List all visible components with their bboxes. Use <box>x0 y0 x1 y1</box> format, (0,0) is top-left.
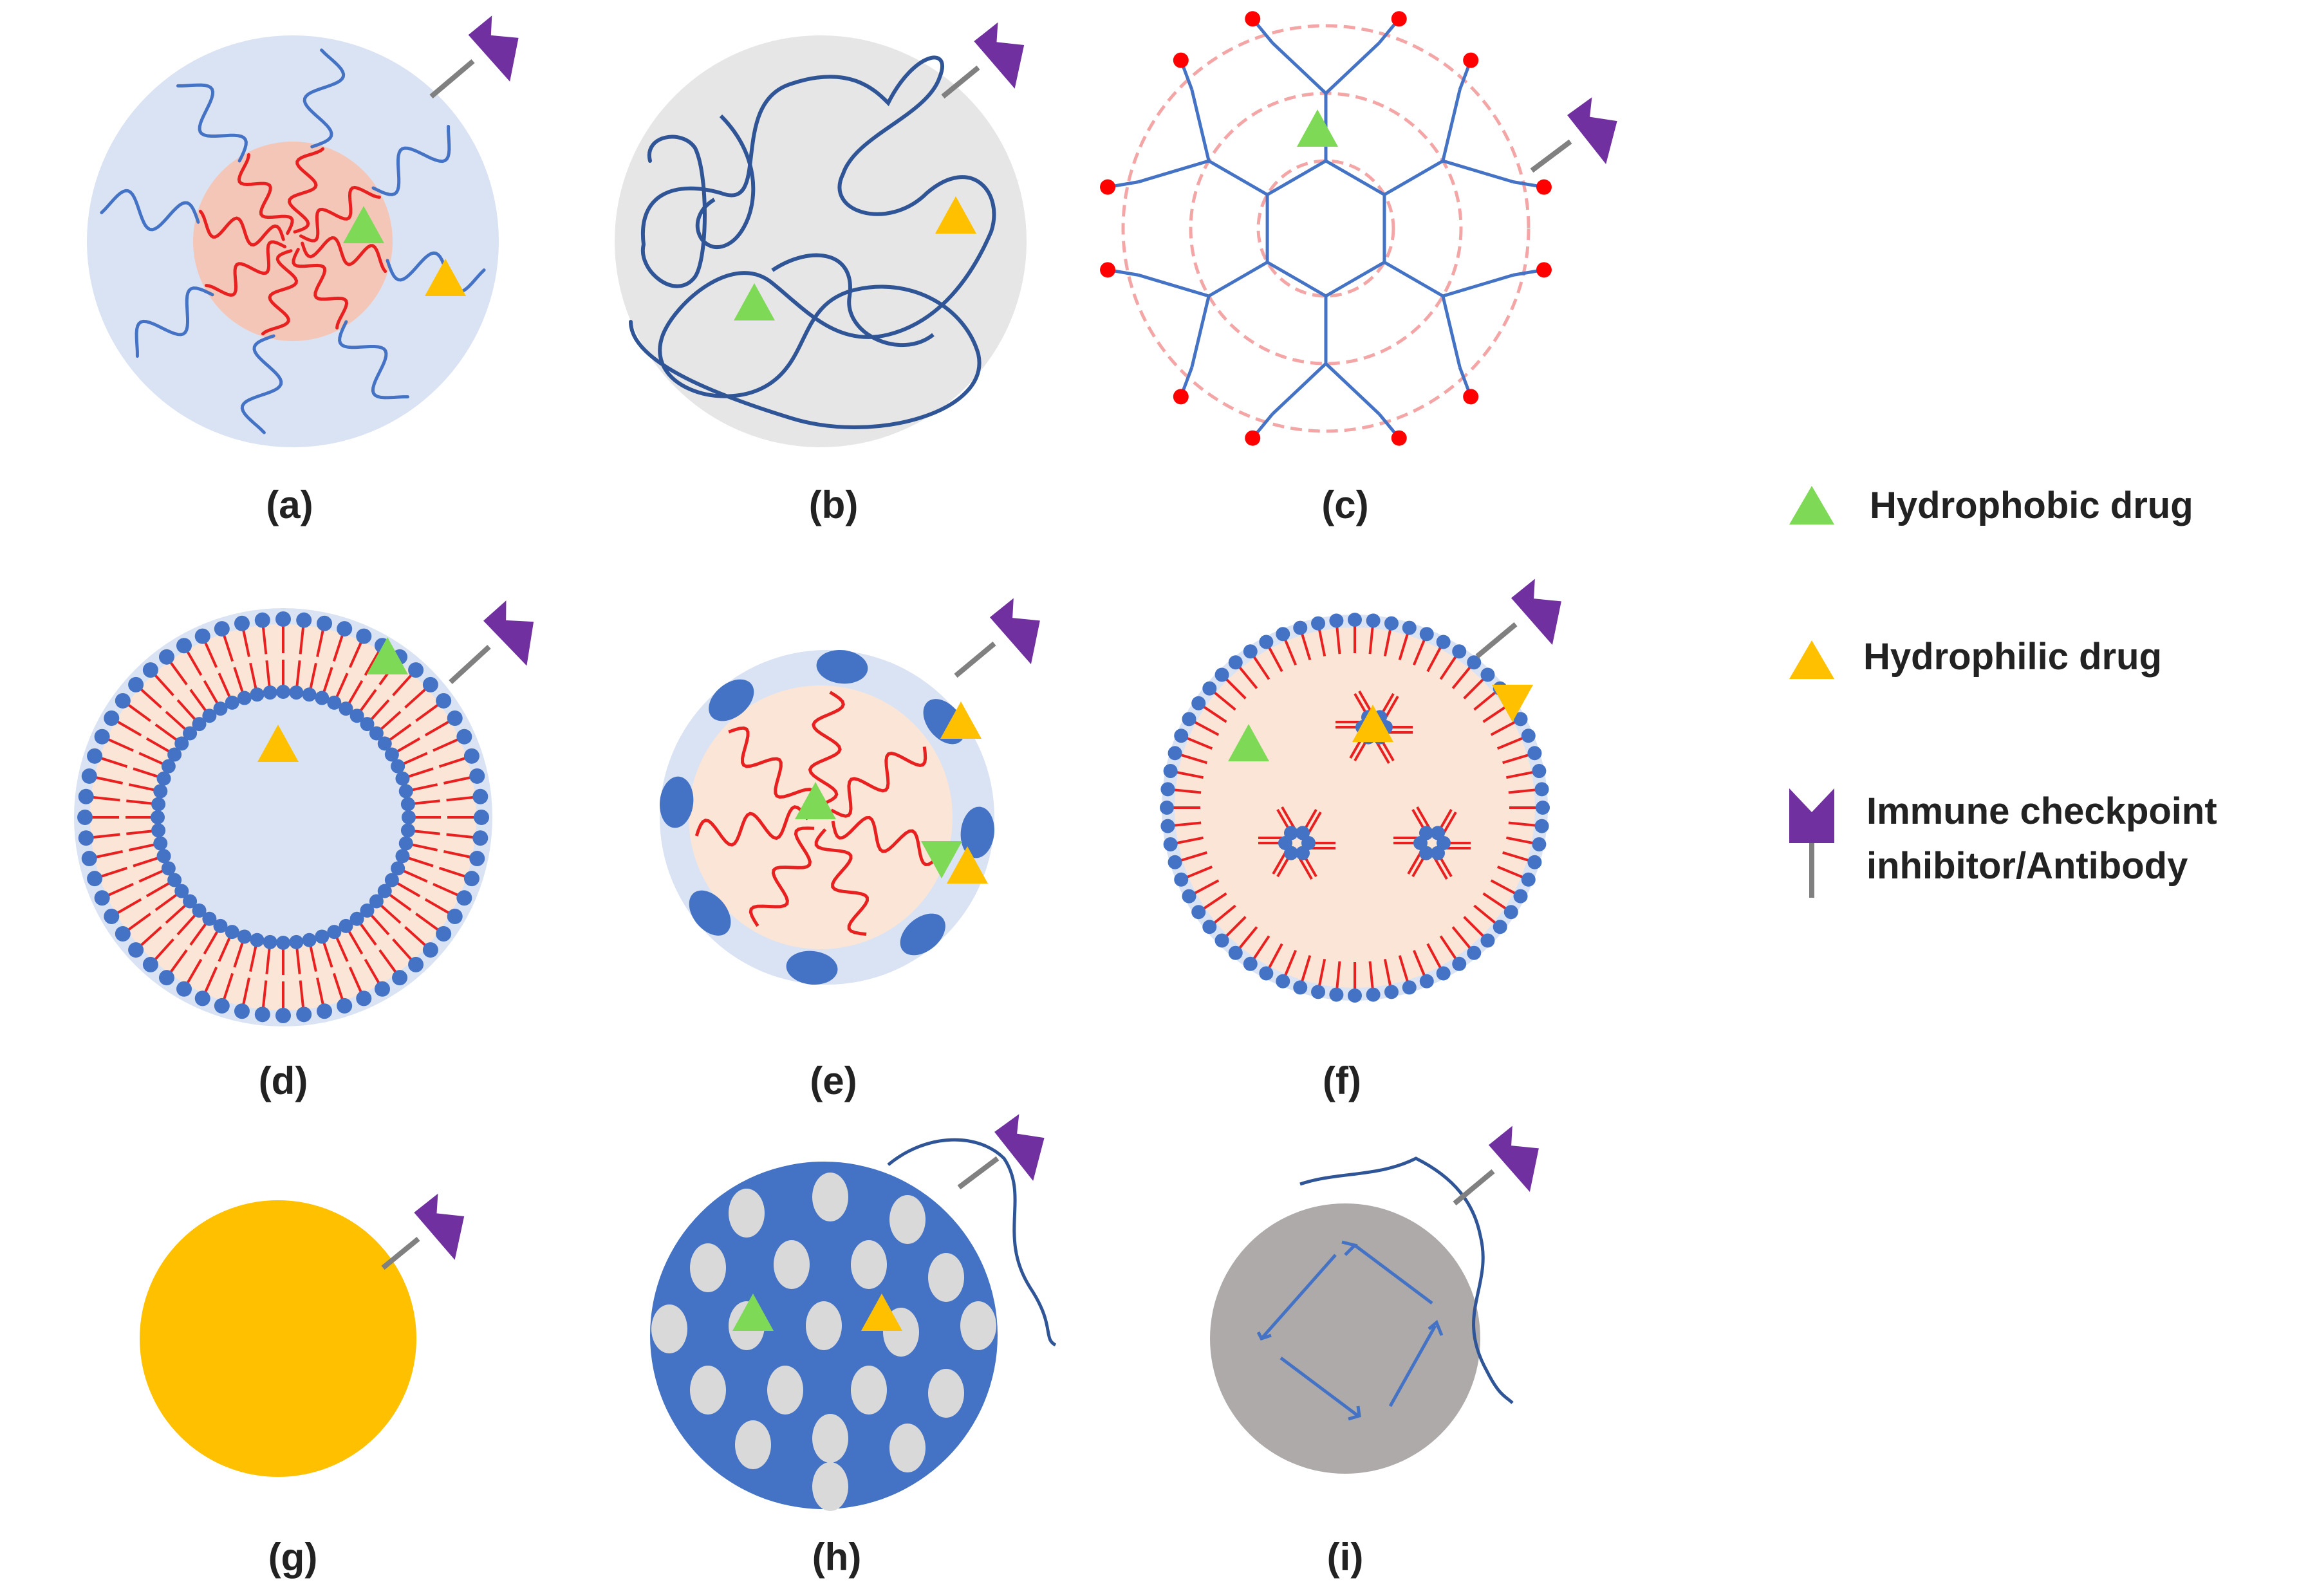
legend-hydrophobic-icon <box>1789 486 1834 524</box>
legend-hydrophilic-icon <box>1789 640 1834 679</box>
legend: Hydrophobic drug Hydrophilic drug Immune… <box>1789 485 2217 898</box>
panel-i-inorganic-nanoparticle <box>1210 1156 1514 1474</box>
panel-label-f: (f) <box>1323 1059 1361 1102</box>
panel-a-polymeric-micelle <box>87 35 499 447</box>
panel-label-i: (i) <box>1327 1536 1364 1579</box>
panel-label-e: (e) <box>810 1059 857 1102</box>
panel-label-b: (b) <box>809 483 859 526</box>
panel-c-dendrimer <box>1100 11 1552 446</box>
legend-hydrophilic-label: Hydrophilic drug <box>1863 636 2162 678</box>
panel-f-lipid-nanoparticle <box>1160 613 1550 1003</box>
panel-h-mesoporous-silica <box>650 1138 1057 1511</box>
panel-label-h: (h) <box>812 1536 862 1579</box>
legend-antibody-label-2: inhibitor/Antibody <box>1866 845 2188 887</box>
legend-hydrophobic-label: Hydrophobic drug <box>1870 485 2193 526</box>
legend-antibody-label-1: Immune checkpoint <box>1866 790 2217 832</box>
panel-label-g: (g) <box>268 1536 318 1579</box>
panel-d-liposome <box>74 608 492 1026</box>
legend-antibody-icon <box>1789 788 1834 898</box>
panel-b-polymer-nanoparticle <box>615 35 1027 447</box>
panel-label-d: (d) <box>259 1059 308 1102</box>
panel-label-c: (c) <box>1321 483 1368 526</box>
panel-g-gold-nanoparticle <box>140 1200 416 1477</box>
panel-label-a: (a) <box>266 483 313 526</box>
